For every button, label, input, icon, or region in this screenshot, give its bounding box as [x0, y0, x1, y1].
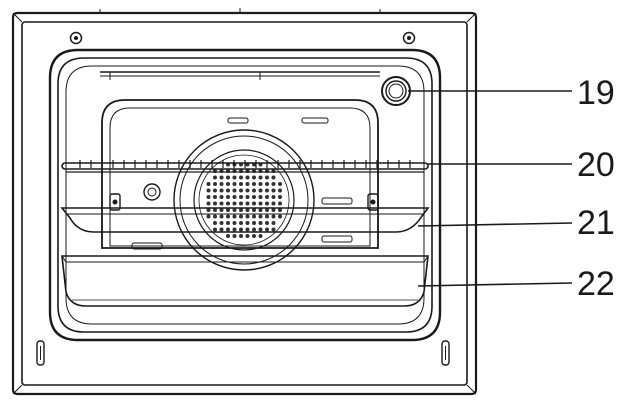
fan-cover: [173, 129, 315, 271]
oven-frame: [11, 8, 478, 396]
shelf-runners: [109, 193, 379, 211]
hinge-slot-right: [441, 340, 450, 366]
leader-line-21: [417, 222, 573, 227]
wire-shelf: [61, 160, 429, 173]
screw-top-left: [69, 31, 83, 45]
screw-top-right: [402, 31, 416, 45]
oven-cavity: [48, 48, 442, 342]
fan-grille-dots: [206, 162, 282, 238]
oven-lamp: [381, 76, 411, 106]
back-panel: [101, 99, 379, 250]
hinge-slot-left: [36, 340, 45, 366]
leader-line-22: [417, 282, 573, 287]
callout-21: 21: [577, 204, 615, 242]
callout-20: 20: [577, 146, 615, 184]
deep-roasting-pan: [61, 255, 429, 307]
callout-22: 22: [577, 265, 615, 303]
callout-leader-lines: [408, 90, 573, 287]
baking-tray: [60, 207, 430, 233]
callout-19: 19: [577, 74, 615, 112]
